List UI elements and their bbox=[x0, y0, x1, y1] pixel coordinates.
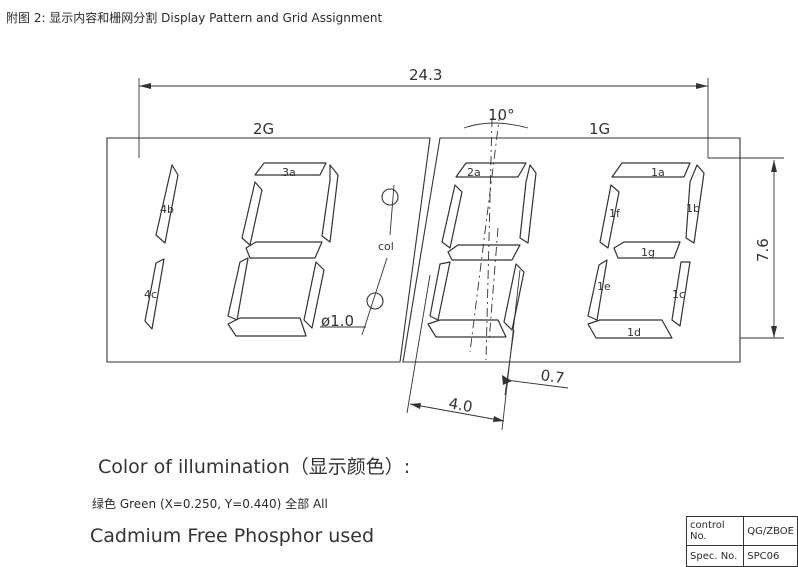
illumination-title: Color of illumination（显示颜色）: bbox=[98, 456, 411, 478]
title-block-value: SPC06 bbox=[743, 545, 798, 567]
colon-dot-upper bbox=[381, 188, 399, 206]
segment-3b bbox=[321, 164, 339, 243]
angle-arc bbox=[463, 122, 529, 129]
dim-line bbox=[406, 274, 431, 414]
segment-3c bbox=[303, 261, 325, 329]
grid-2g-label: 2G bbox=[253, 120, 274, 138]
phosphor-note: Cadmium Free Phosphor used bbox=[90, 525, 374, 547]
label-2a: 2a bbox=[467, 166, 481, 179]
title-block: control No. QG/ZBOE Spec. No. SPC06 bbox=[685, 516, 798, 567]
segment-2d bbox=[427, 319, 507, 338]
label-1f: 1f bbox=[609, 207, 621, 220]
grid-1g-label: 1G bbox=[589, 120, 610, 138]
arrowhead bbox=[139, 83, 151, 89]
segment-3e bbox=[227, 257, 249, 321]
dim-pitch: 4.0 bbox=[447, 394, 474, 416]
label-3a: 3a bbox=[282, 166, 296, 179]
segment-2g bbox=[447, 244, 521, 261]
segment-4b bbox=[155, 164, 179, 244]
arrowhead bbox=[771, 326, 777, 338]
dim-line bbox=[504, 329, 515, 396]
label-4b: 4b bbox=[160, 203, 174, 216]
title-block-value: QG/ZBOE bbox=[743, 516, 798, 546]
segment-3g bbox=[245, 241, 323, 259]
segment-1b bbox=[685, 164, 705, 244]
dim-height: 7.6 bbox=[754, 238, 772, 262]
segment-3f bbox=[241, 181, 263, 246]
label-1e: 1e bbox=[597, 280, 611, 293]
segment-1e bbox=[587, 259, 608, 321]
arrowhead bbox=[696, 83, 708, 89]
dim-seg-width: 0.7 bbox=[539, 366, 565, 387]
segment-2e bbox=[429, 261, 451, 321]
colon-leader bbox=[361, 257, 388, 336]
grid-2g-panel bbox=[106, 137, 431, 363]
segment-4c bbox=[144, 258, 165, 330]
label-1g: 1g bbox=[641, 246, 655, 259]
segment-2f bbox=[441, 184, 463, 249]
segment-1d bbox=[587, 319, 673, 339]
segment-3d bbox=[227, 317, 307, 337]
vertical-centerline bbox=[485, 117, 493, 361]
slant-centerline bbox=[488, 227, 499, 343]
colon-leader bbox=[389, 184, 395, 236]
arrowhead bbox=[771, 160, 777, 172]
title-block-row: Spec. No. SPC06 bbox=[685, 545, 798, 567]
dim-line bbox=[505, 379, 569, 389]
segment-2b bbox=[519, 164, 537, 244]
segment-3a bbox=[254, 162, 327, 176]
title-block-row: control No. QG/ZBOE bbox=[685, 516, 798, 546]
label-1b: 1b bbox=[686, 202, 700, 215]
label-colon: col bbox=[378, 240, 394, 253]
slant-centerline bbox=[469, 111, 501, 353]
arrowhead bbox=[493, 416, 504, 422]
label-1d: 1d bbox=[627, 326, 641, 339]
display-pattern-drawing: 24.3 7.6 2G 1G 4b 4c 3a col ø1.0 2a 1a 1… bbox=[106, 66, 784, 431]
dim-line bbox=[409, 403, 505, 422]
segment-1a bbox=[611, 162, 691, 178]
label-4c: 4c bbox=[144, 288, 157, 301]
illumination-green: 绿色 Green (X=0.250, Y=0.440) 全部 All bbox=[92, 497, 328, 511]
dim-colon-dot: ø1.0 bbox=[321, 312, 354, 330]
segment-1f bbox=[599, 184, 620, 249]
title-block-label: control No. bbox=[685, 516, 745, 546]
dim-angle: 10° bbox=[488, 106, 515, 124]
segment-1c bbox=[671, 261, 691, 327]
grid-1g-panel bbox=[402, 137, 741, 363]
colon-dot-lower bbox=[366, 292, 384, 310]
dim-overall-width: 24.3 bbox=[409, 66, 442, 84]
arrowhead bbox=[410, 403, 421, 409]
figure-caption: 附图 2: 显示内容和栅网分割 Display Pattern and Grid… bbox=[6, 11, 383, 25]
segment-1g bbox=[613, 241, 681, 259]
label-1a: 1a bbox=[651, 166, 665, 179]
title-block-label: Spec. No. bbox=[685, 545, 745, 567]
label-1c: 1c bbox=[672, 288, 685, 301]
arrowhead bbox=[502, 375, 512, 385]
